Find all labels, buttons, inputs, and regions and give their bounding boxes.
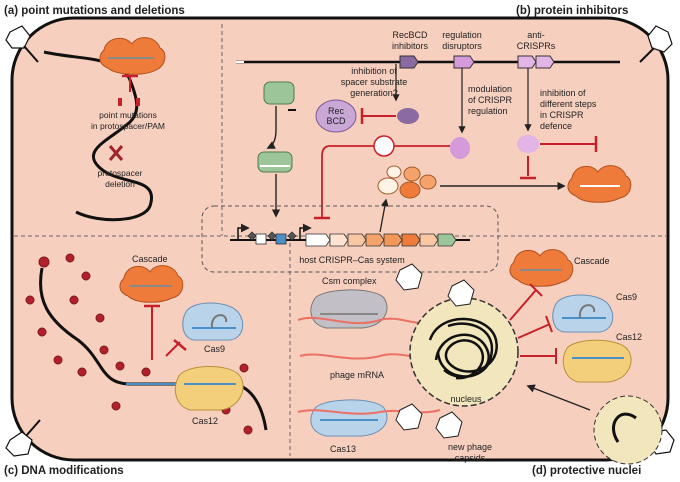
cas13-label: Cas13 <box>330 444 356 454</box>
promoter-arrow <box>237 223 250 240</box>
promoter-arrow <box>299 223 312 240</box>
cas9-label-d: Cas9 <box>616 292 637 302</box>
inhibition-node <box>373 135 395 157</box>
cascade-complex <box>99 37 166 75</box>
cascade-label-c: Cascade <box>132 254 168 264</box>
anti-crispr-protein <box>517 135 539 153</box>
cascade-complex <box>119 265 184 303</box>
panel-b-title: (b) protein inhibitors <box>516 5 628 17</box>
nucleus <box>409 297 519 407</box>
capsid-icon <box>395 263 475 439</box>
cas12-protein <box>562 339 632 383</box>
cas-proteins <box>377 165 437 199</box>
cas13-protein <box>310 399 388 437</box>
mutation-mark <box>136 98 140 106</box>
recbcd-inhibitor-protein <box>397 108 419 124</box>
regulation-disruptor-protein <box>450 137 470 159</box>
cascade-label-d: Cascade <box>574 256 610 266</box>
panel-c-title: (c) DNA modifications <box>4 465 124 477</box>
recbcd-inhibitor-gene <box>399 55 419 69</box>
csm-complex-label: Csm complex <box>322 276 377 286</box>
regulation-disruptor-gene <box>453 55 475 69</box>
crispr-array <box>247 231 297 245</box>
phage-icon <box>5 25 39 63</box>
anti-crisprs-label: anti-CRISPRs <box>517 30 556 51</box>
cas12-label-d: Cas12 <box>616 332 642 342</box>
cas12-label-c: Cas12 <box>192 416 218 426</box>
cas1-cas2-complex <box>257 81 295 173</box>
cascade-complex <box>509 249 574 287</box>
phage-mrna-label: phage mRNA <box>330 370 384 380</box>
phage-icon <box>639 25 673 63</box>
host-system-label: host CRISPR–Cas system <box>299 255 405 265</box>
cascade-complex <box>567 165 632 203</box>
modified-phage-dna <box>39 267 268 431</box>
host-crispr-box <box>201 205 499 273</box>
anti-crispr-gene <box>535 55 555 69</box>
anti-crispr-gene <box>517 55 537 69</box>
phage-genome-tangle <box>428 317 498 380</box>
cas9-protein <box>552 294 614 333</box>
cas-genes <box>305 233 457 247</box>
cas9-label-c: Cas9 <box>204 344 225 354</box>
deletion-cross-icon <box>108 145 124 161</box>
nucleus-label: nucleus <box>450 394 482 404</box>
recbcd-protein <box>315 99 357 133</box>
panel-d-title: (d) protective nuclei <box>532 465 641 477</box>
phage-shell <box>593 395 663 465</box>
cas12-protein <box>174 365 244 411</box>
cas9-protein <box>182 302 244 341</box>
panel-a-title: (a) point mutations and deletions <box>4 5 185 17</box>
inhibit-lines <box>509 283 557 364</box>
mutation-mark <box>118 98 122 106</box>
phage-icon <box>5 419 41 457</box>
phage-dna <box>612 412 637 443</box>
